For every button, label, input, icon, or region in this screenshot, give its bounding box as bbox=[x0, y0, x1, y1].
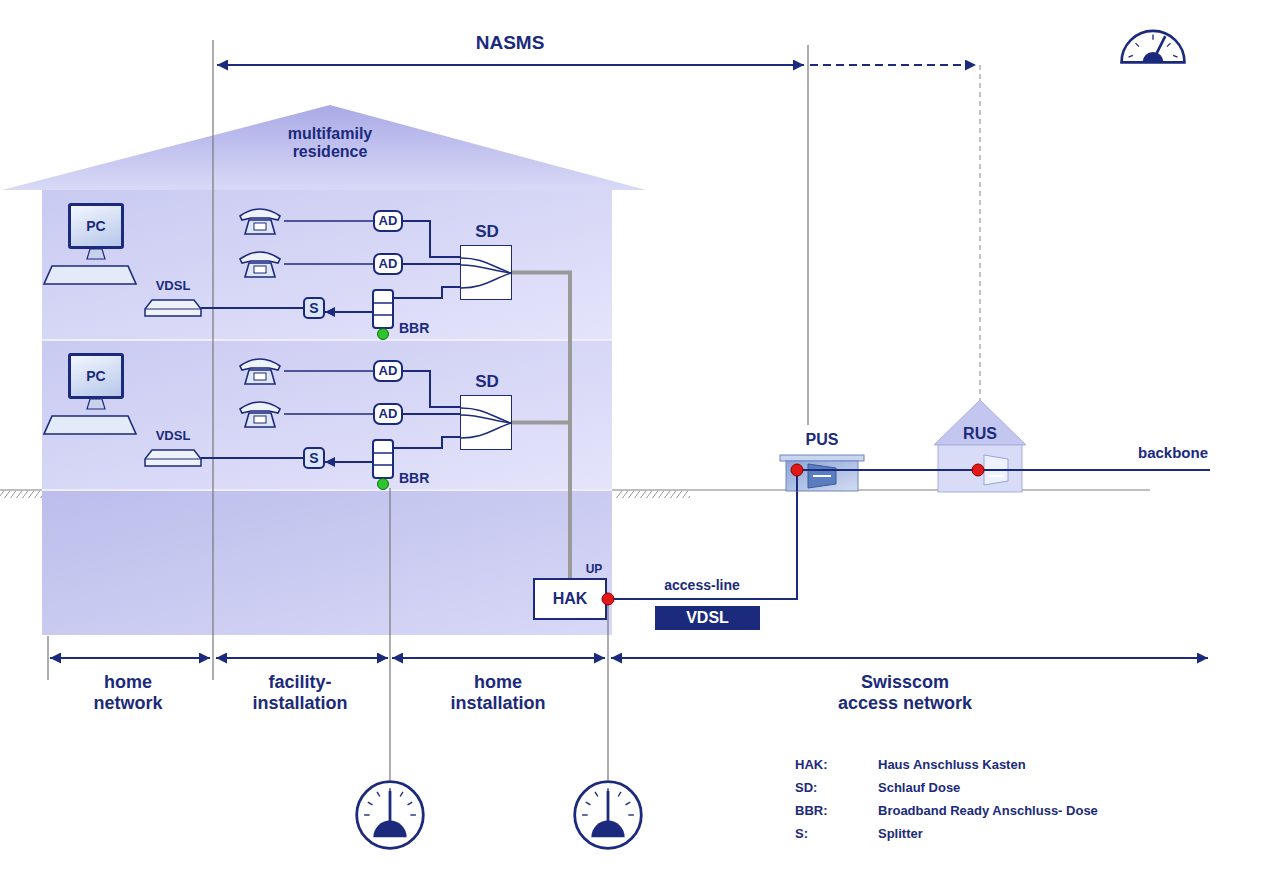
legend-description: Broadband Ready Anschluss- Dose bbox=[878, 804, 1248, 819]
phone-icons bbox=[240, 209, 280, 427]
pc-label: PC bbox=[86, 368, 105, 384]
ad-node: AD bbox=[373, 253, 403, 275]
rus-shape bbox=[934, 400, 1026, 492]
wire-connector bbox=[403, 413, 460, 415]
divider-lines bbox=[48, 40, 980, 780]
section-label: home installation bbox=[433, 672, 563, 713]
sd-node: SD bbox=[460, 245, 512, 300]
span-title: NASMS bbox=[440, 32, 580, 54]
bbr-node: BBR bbox=[373, 440, 393, 478]
hak-label: HAK bbox=[553, 590, 588, 608]
sd-label: SD bbox=[457, 222, 517, 242]
network-label: backbone bbox=[1128, 444, 1218, 461]
tag-node: VDSL bbox=[655, 606, 760, 630]
ground-hatch bbox=[616, 491, 690, 498]
riser-cable bbox=[512, 273, 570, 579]
s-node: S bbox=[303, 447, 325, 469]
wire-connector bbox=[325, 461, 373, 463]
sd-shape bbox=[461, 396, 513, 451]
modem-node: VDSL bbox=[145, 450, 201, 466]
wire-connector bbox=[201, 307, 303, 309]
pc-node: PC bbox=[68, 203, 124, 249]
wire-connector bbox=[393, 437, 460, 448]
bbr-shape bbox=[373, 440, 393, 478]
legend-description: Schlauf Dose bbox=[878, 781, 1248, 796]
s-node: S bbox=[303, 297, 325, 319]
red-test-point bbox=[791, 464, 803, 476]
ad-node: AD bbox=[373, 210, 403, 232]
sd-label: SD bbox=[457, 372, 517, 392]
span-arrows bbox=[217, 65, 976, 66]
hak-label: UP bbox=[579, 563, 609, 577]
bbr-label: BBR bbox=[399, 320, 443, 336]
backbone-line bbox=[1026, 469, 1210, 471]
legend-description: Splitter bbox=[878, 827, 1248, 842]
wire-connector bbox=[403, 371, 460, 407]
bbr-shape bbox=[373, 290, 393, 328]
pc-node: PC bbox=[68, 353, 124, 399]
section-label: home network bbox=[68, 672, 188, 713]
red-test-point bbox=[602, 593, 614, 605]
red-test-point bbox=[972, 464, 984, 476]
wire-connector bbox=[607, 491, 797, 599]
modem-label: VDSL bbox=[140, 279, 206, 294]
section-brackets bbox=[50, 657, 1208, 659]
legend-abbreviation: S: bbox=[795, 827, 870, 842]
pus-label: PUS bbox=[780, 431, 864, 449]
legend-abbreviation: SD: bbox=[795, 781, 870, 796]
green-test-point bbox=[378, 329, 389, 340]
green-test-point bbox=[378, 479, 389, 490]
bbr-node: BBR bbox=[373, 290, 393, 328]
pc-peripherals bbox=[44, 249, 136, 434]
wire-connector bbox=[325, 311, 373, 313]
gauge-icons bbox=[357, 31, 1185, 848]
hak-node: HAKUP bbox=[533, 578, 607, 620]
rus-label: RUS bbox=[934, 425, 1026, 443]
ad-label: AD bbox=[379, 364, 398, 379]
house-label: multifamily residence bbox=[270, 125, 390, 162]
pc-label: PC bbox=[86, 218, 105, 234]
phone-wires bbox=[284, 221, 373, 414]
pus-shape bbox=[780, 455, 864, 491]
s-label: S bbox=[309, 450, 318, 466]
legend-abbreviation: BBR: bbox=[795, 804, 870, 819]
ad-node: AD bbox=[373, 360, 403, 382]
wire-connector bbox=[393, 287, 460, 298]
section-label: Swisscom access network bbox=[832, 672, 978, 713]
ad-label: AD bbox=[379, 407, 398, 422]
ad-label: AD bbox=[379, 214, 398, 229]
wire-connector bbox=[864, 469, 934, 471]
wire-connector bbox=[403, 263, 460, 265]
wire-connector bbox=[403, 221, 460, 257]
ground-hatch bbox=[0, 491, 42, 498]
modem-node: VDSL bbox=[145, 300, 201, 316]
pus-node: PUS bbox=[780, 455, 864, 491]
tag-label: VDSL bbox=[686, 609, 729, 627]
legend-abbreviation: HAK: bbox=[795, 758, 870, 773]
riser-cable bbox=[512, 423, 570, 579]
s-label: S bbox=[309, 300, 318, 316]
section-label: facility- installation bbox=[225, 672, 375, 713]
house-node: multifamily residencePC VDSL AD AD S BBR SD PC V… bbox=[0, 95, 650, 640]
sd-shape bbox=[461, 246, 513, 301]
modem-shape bbox=[145, 450, 201, 466]
modem-shape bbox=[145, 300, 201, 316]
rus-node: RUS bbox=[934, 400, 1026, 492]
ad-node: AD bbox=[373, 403, 403, 425]
wire-connector bbox=[201, 457, 303, 459]
edge-label: access-line bbox=[642, 577, 762, 593]
ad-label: AD bbox=[379, 257, 398, 272]
modem-label: VDSL bbox=[140, 429, 206, 444]
legend-description: Haus Anschluss Kasten bbox=[878, 758, 1248, 773]
bbr-label: BBR bbox=[399, 470, 443, 486]
sd-node: SD bbox=[460, 395, 512, 450]
